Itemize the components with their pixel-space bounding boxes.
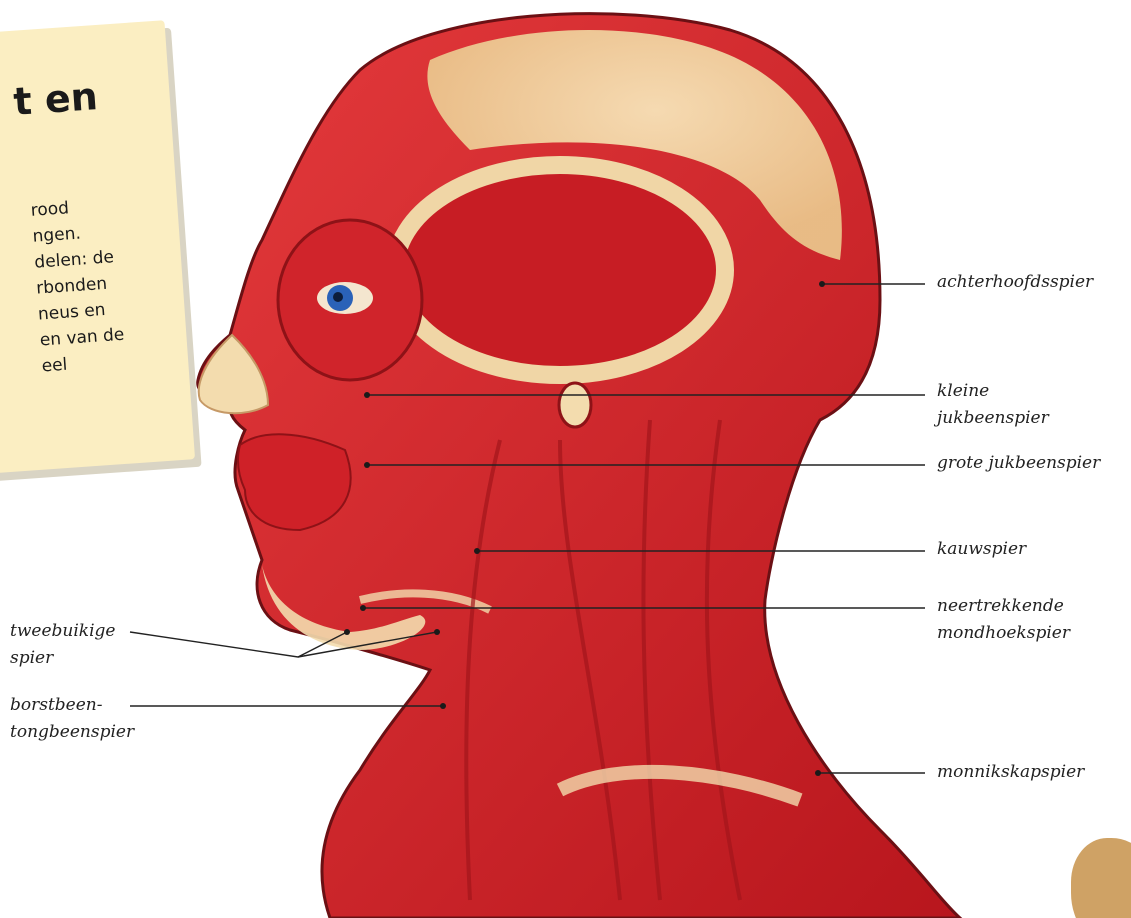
label-neertrekkende-2: mondhoekspier — [937, 622, 1070, 644]
label-kleine-jukbeenspier-1: kleine — [937, 380, 989, 402]
label-borstbeen-2: tongbeenspier — [10, 721, 134, 743]
label-monnikskapspier: monnikskapspier — [937, 761, 1084, 783]
temporal-muscle — [395, 165, 725, 375]
eye-pupil — [333, 292, 343, 302]
label-kleine-jukbeenspier-2: jukbeenspier — [937, 407, 1049, 429]
label-borstbeen-1: borstbeen- — [10, 694, 103, 716]
lips — [238, 434, 351, 530]
label-tweebuikige-1: tweebuikige — [10, 620, 115, 642]
label-achterhoofdsspier: achterhoofdsspier — [937, 271, 1093, 293]
label-kauwspier: kauwspier — [937, 538, 1026, 560]
label-grote-jukbeenspier: grote jukbeenspier — [937, 452, 1100, 474]
label-neertrekkende-1: neertrekkende — [937, 595, 1064, 617]
label-tweebuikige-2: spier — [10, 647, 53, 669]
ear — [559, 383, 591, 427]
